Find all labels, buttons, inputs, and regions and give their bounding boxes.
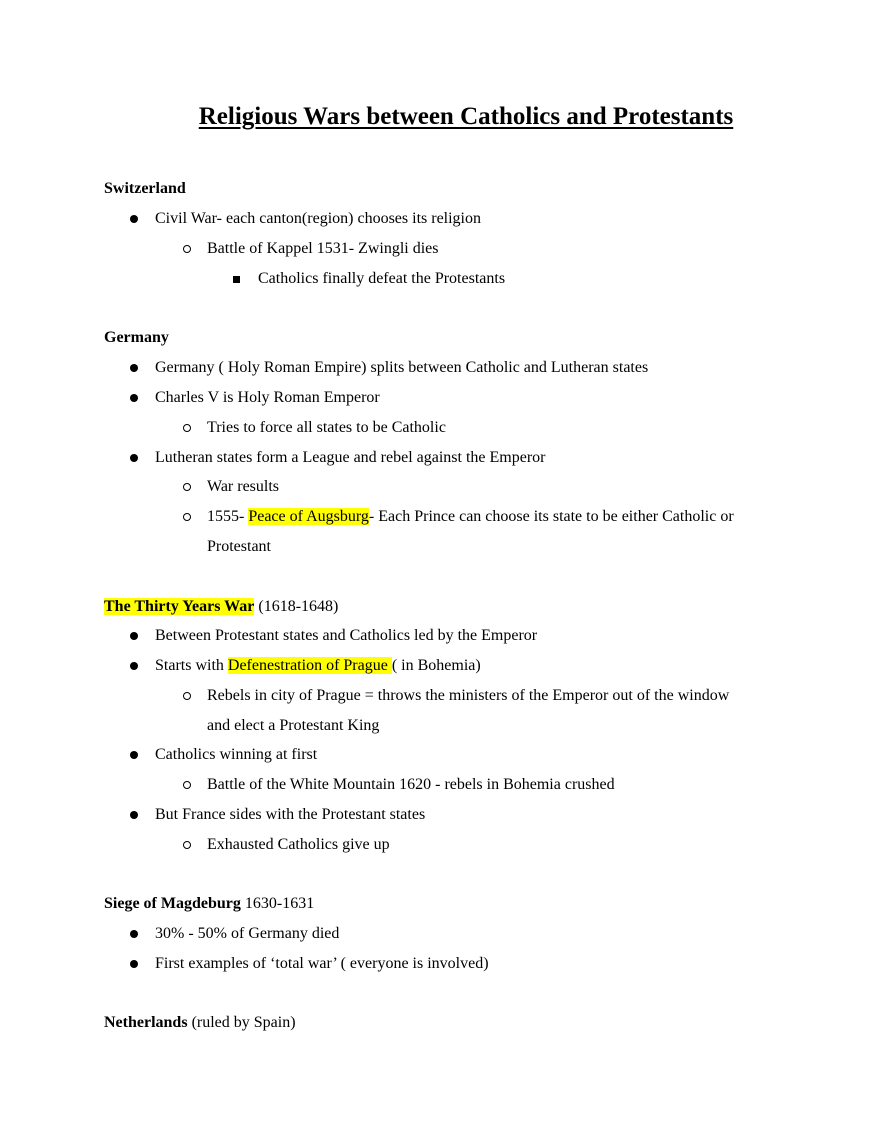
bullet-dot-icon [130,745,138,765]
bullet-circle-icon [183,418,191,438]
list-item: Battle of the White Mountain 1620 - rebe… [207,776,615,793]
bullet-circle-icon [183,477,191,497]
section-heading-switzerland: Switzerland [104,180,186,197]
list-item: Starts with Defenestration of Prague ( i… [155,657,481,674]
list-item: Battle of Kappel 1531- Zwingli dies [207,240,439,257]
list-item-continuation: Protestant [207,538,271,555]
list-item: Civil War- each canton(region) chooses i… [155,210,481,227]
list-item: First examples of ‘total war’ ( everyone… [155,955,489,972]
list-item: War results [207,478,280,495]
bullet-dot-icon [130,358,138,378]
section-heading-thirty-years-war: The Thirty Years War (1618-1648) [104,598,339,615]
list-item: Rebels in city of Prague = throws the mi… [207,687,730,704]
list-item: 1555- Peace of Augsburg- Each Prince can… [207,508,734,525]
bullet-dot-icon [130,448,138,468]
bullet-dot-icon [130,656,138,676]
list-item: Germany ( Holy Roman Empire) splits betw… [155,359,649,376]
highlight-peace-of-augsburg: Peace of Augsburg [248,508,369,525]
list-item: Between Protestant states and Catholics … [155,627,538,644]
bullet-dot-icon [130,388,138,408]
bullet-dot-icon [130,805,138,825]
highlight-defenestration: Defenestration of Prague [227,657,392,674]
list-item: Catholics winning at first [155,746,318,763]
list-item: Exhausted Catholics give up [207,836,390,853]
bullet-square-icon [233,269,240,289]
section-heading-netherlands: Netherlands (ruled by Spain) [104,1014,296,1031]
page-title: Religious Wars between Catholics and Pro… [198,103,734,130]
bullet-dot-icon [130,954,138,974]
section-heading-germany: Germany [104,329,169,346]
list-item-continuation: and elect a Protestant King [207,717,380,734]
bullet-dot-icon [130,209,138,229]
list-item: But France sides with the Protestant sta… [155,806,426,823]
bullet-circle-icon [183,835,191,855]
list-item: Tries to force all states to be Catholic [207,419,446,436]
bullet-circle-icon [183,775,191,795]
section-heading-magdeburg: Siege of Magdeburg 1630-1631 [104,895,315,912]
bullet-dot-icon [130,626,138,646]
bullet-circle-icon [183,507,191,527]
bullet-circle-icon [183,686,191,706]
list-item: Lutheran states form a League and rebel … [155,449,546,466]
bullet-circle-icon [183,239,191,259]
list-item: Charles V is Holy Roman Emperor [155,389,380,406]
list-item: Catholics finally defeat the Protestants [258,270,506,287]
bullet-dot-icon [130,924,138,944]
list-item: 30% - 50% of Germany died [155,925,340,942]
